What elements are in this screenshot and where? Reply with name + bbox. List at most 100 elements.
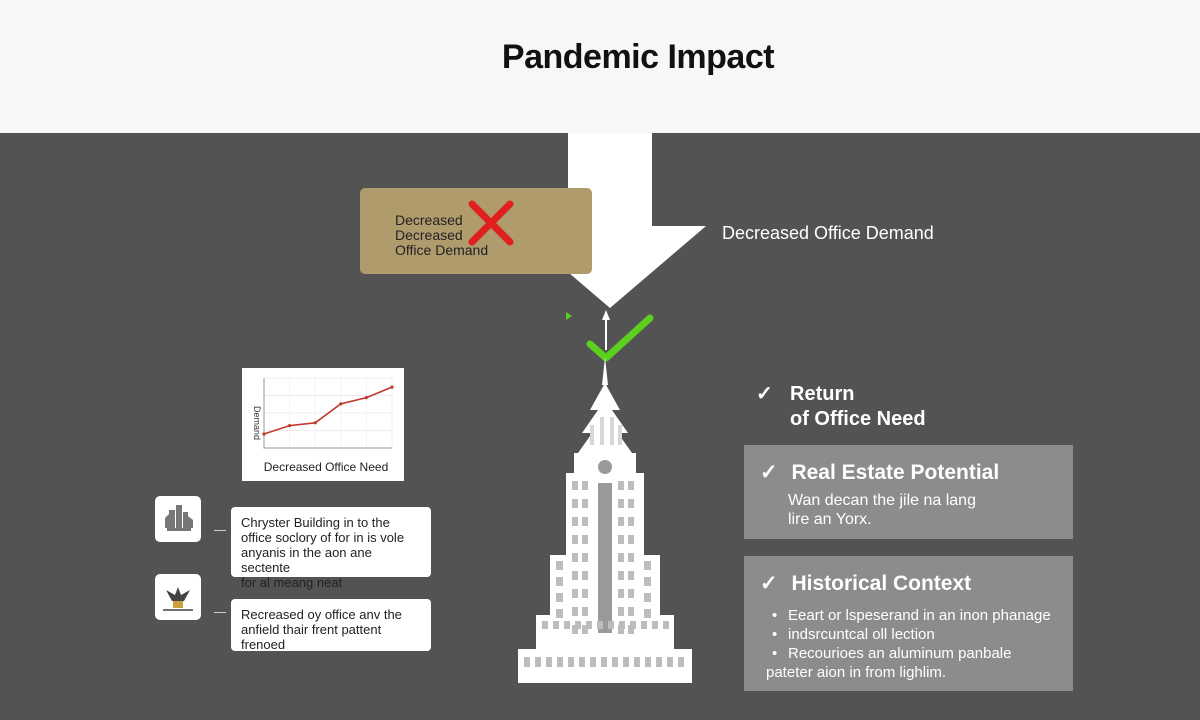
building-window (556, 593, 563, 602)
building-window (628, 499, 634, 508)
building-window (644, 593, 651, 602)
building-window (546, 657, 552, 667)
building-window (644, 577, 651, 586)
building-window (582, 499, 588, 508)
building-window (572, 571, 578, 580)
info-card-line: frenoed (241, 637, 286, 652)
building-window (572, 535, 578, 544)
decline-line: Decreased (395, 227, 463, 243)
red-x-icon (468, 200, 514, 246)
decline-line: Office Demand (395, 242, 489, 258)
bullet-item: Eeart or lspeserand in an inon phanage (766, 606, 1051, 625)
building-window (572, 499, 578, 508)
green-check-icon (566, 310, 654, 362)
building-window (618, 607, 624, 616)
building-window (644, 561, 651, 570)
building-window (597, 621, 603, 629)
building-window (618, 499, 624, 508)
building-window (618, 553, 624, 562)
info-card-line: anyanis in the aon ane sectente (241, 545, 372, 575)
building-window (612, 657, 618, 667)
check-icon: ✓ (760, 461, 778, 484)
building-window (641, 621, 647, 629)
building-window (628, 625, 634, 634)
building-window (582, 553, 588, 562)
chart-y-label: Demand (252, 405, 263, 441)
check-icon: ✓ (760, 572, 778, 595)
building-window (572, 553, 578, 562)
building-window (608, 621, 614, 629)
chart-series-line (263, 386, 393, 435)
chart-point (390, 385, 394, 389)
eagle-emblem-icon (155, 574, 201, 620)
building-window (524, 657, 530, 667)
bullet-list: Eeart or lspeserand in an inon phanage i… (766, 606, 1051, 682)
connector-line (214, 530, 226, 531)
page-title: Pandemic Impact (501, 38, 775, 76)
chart-point (313, 421, 317, 425)
chart-point (262, 432, 266, 436)
building-window (557, 657, 563, 667)
panel-heading: ✓ Real Estate Potential (760, 460, 999, 485)
decline-line: Decreased (395, 212, 463, 228)
building-window (667, 657, 673, 667)
building-window (556, 561, 563, 570)
building-window (618, 517, 624, 526)
bullet-item: indsrcuntcal oll lection (766, 625, 1051, 644)
chart-axis (263, 378, 392, 449)
building-window (572, 589, 578, 598)
building-window (590, 657, 596, 667)
info-card: Recreased oy office anv the anfield thai… (231, 599, 431, 652)
building-window (572, 607, 578, 616)
building-window (586, 621, 592, 629)
building-window (628, 553, 634, 562)
building-window (663, 621, 669, 629)
panel-text: Wan decan the jile na lang lire an Yorx. (788, 491, 976, 529)
return-line: of Office Need (790, 408, 926, 430)
panel-line: lire an Yorx. (788, 511, 872, 528)
building-window (628, 535, 634, 544)
panel-title: Real Estate Potential (791, 461, 1000, 484)
building-window (619, 621, 625, 629)
building-window (556, 609, 563, 618)
chart-point (339, 402, 343, 406)
building-window (582, 481, 588, 490)
building-window (644, 609, 651, 618)
building-window (575, 621, 581, 629)
building-window (618, 481, 624, 490)
building-window (582, 589, 588, 598)
building-window (582, 517, 588, 526)
building-window (652, 621, 658, 629)
building-cluster-icon (155, 496, 201, 542)
building-window (618, 589, 624, 598)
building-window (618, 571, 624, 580)
building-window (634, 657, 640, 667)
info-card-line: anfield thair frent pattent (241, 622, 382, 637)
building-window (582, 607, 588, 616)
building-window (628, 589, 634, 598)
building-window (572, 625, 578, 634)
info-card-line: office soclory of for in is vole (241, 530, 405, 545)
historical-context-panel: ✓ Historical Context Eeart or lspeserand… (744, 556, 1073, 691)
decline-box-text: Decreased Decreased Office Demand (395, 213, 535, 258)
building-window (628, 517, 634, 526)
building-window (623, 657, 629, 667)
building-window (572, 517, 578, 526)
bullet-item: pateter aion in from lighlim. (766, 664, 947, 681)
building-window (628, 607, 634, 616)
return-line: Return (790, 383, 855, 405)
building-window (582, 625, 588, 634)
building-window (564, 621, 570, 629)
chart-point (288, 424, 292, 428)
mini-chart (262, 377, 394, 449)
panel-heading: ✓ Historical Context (760, 571, 971, 596)
chart-caption: Decreased Office Need (263, 460, 389, 474)
building-window (618, 625, 624, 634)
building-window (630, 621, 636, 629)
real-estate-panel: ✓ Real Estate Potential Wan decan the ji… (744, 445, 1073, 539)
building-window (582, 571, 588, 580)
chrysler-building-icon (518, 357, 692, 683)
panel-title: Historical Context (791, 572, 972, 595)
info-card: Chryster Building in to the office soclo… (231, 507, 431, 590)
building-window (582, 535, 588, 544)
